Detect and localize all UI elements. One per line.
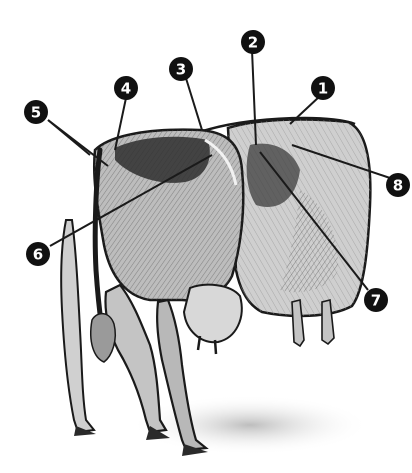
tail-switch [91,314,116,362]
svg-text:7: 7 [371,292,381,310]
ground-shadow [130,395,370,455]
callout-8: 8 [386,173,410,197]
svg-text:8: 8 [393,177,403,195]
callout-6: 6 [26,242,50,266]
callout-5: 5 [24,100,48,124]
svg-text:1: 1 [318,80,328,98]
svg-text:3: 3 [176,61,186,79]
callout-3: 3 [169,57,193,81]
svg-text:5: 5 [31,104,41,122]
svg-text:4: 4 [121,80,131,98]
svg-text:2: 2 [248,34,258,52]
callout-7: 7 [364,288,388,312]
callout-2: 2 [241,30,265,54]
cow-udder [184,285,242,342]
callout-4: 4 [114,76,138,100]
far-hind-leg [61,220,94,432]
callout-1: 1 [311,76,335,100]
svg-text:6: 6 [33,246,43,264]
